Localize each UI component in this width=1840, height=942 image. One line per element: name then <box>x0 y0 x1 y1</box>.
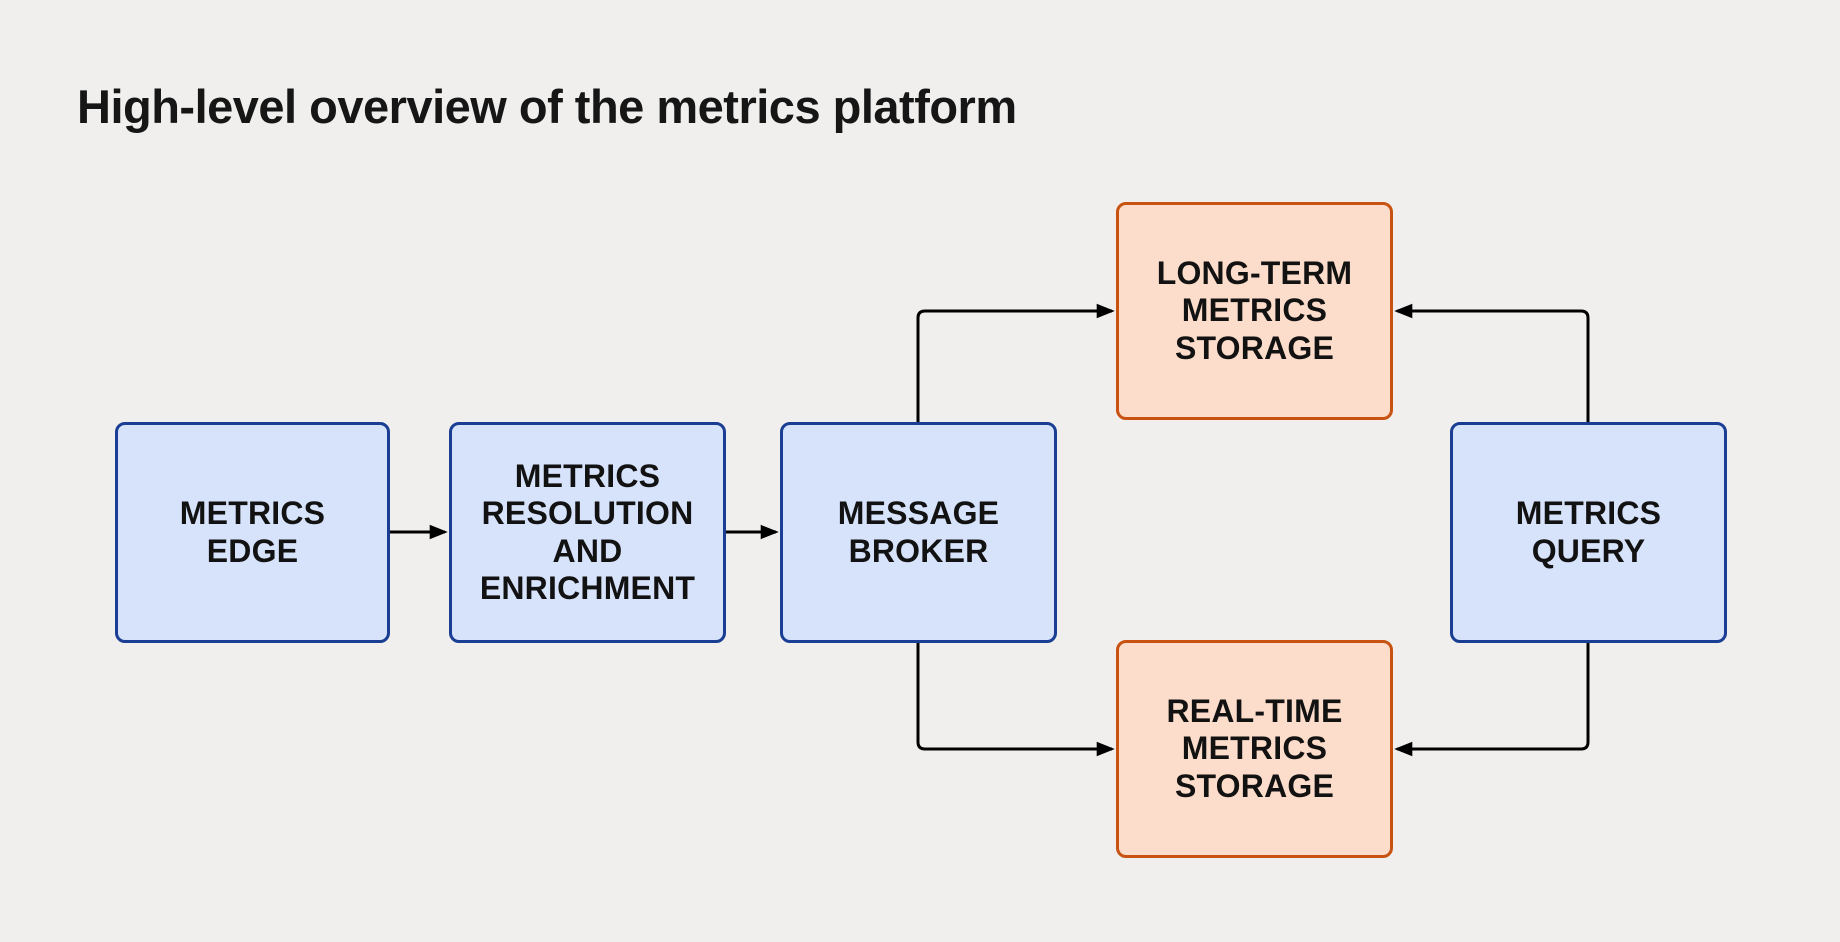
node-label-metrics-query: METRICS QUERY <box>1515 495 1662 569</box>
node-label-real-time-metrics-storage: REAL-TIME METRICS STORAGE <box>1166 692 1343 804</box>
edge-message-broker-to-long-term-storage <box>916 303 1115 423</box>
node-label-metrics-edge: METRICS EDGE <box>179 495 326 569</box>
edge-message-broker-to-real-time-storage <box>916 642 1115 757</box>
node-metrics-query: METRICS QUERY <box>1450 422 1727 643</box>
node-message-broker: MESSAGE BROKER <box>780 422 1057 643</box>
page-title: High-level overview of the metrics platf… <box>77 80 1017 133</box>
edge-metrics-query-to-real-time-storage <box>1394 642 1590 757</box>
node-metrics-resolution-and-enrichment: METRICS RESOLUTION AND ENRICHMENT <box>449 422 726 643</box>
node-label-message-broker: MESSAGE BROKER <box>837 495 1000 569</box>
node-label-metrics-resolution-and-enrichment: METRICS RESOLUTION AND ENRICHMENT <box>479 457 696 606</box>
node-real-time-metrics-storage: REAL-TIME METRICS STORAGE <box>1116 640 1393 858</box>
node-label-long-term-metrics-storage: LONG-TERM METRICS STORAGE <box>1156 254 1353 366</box>
edge-metrics-query-to-long-term-storage <box>1394 303 1590 423</box>
node-long-term-metrics-storage: LONG-TERM METRICS STORAGE <box>1116 202 1393 420</box>
node-metrics-edge: METRICS EDGE <box>115 422 390 643</box>
